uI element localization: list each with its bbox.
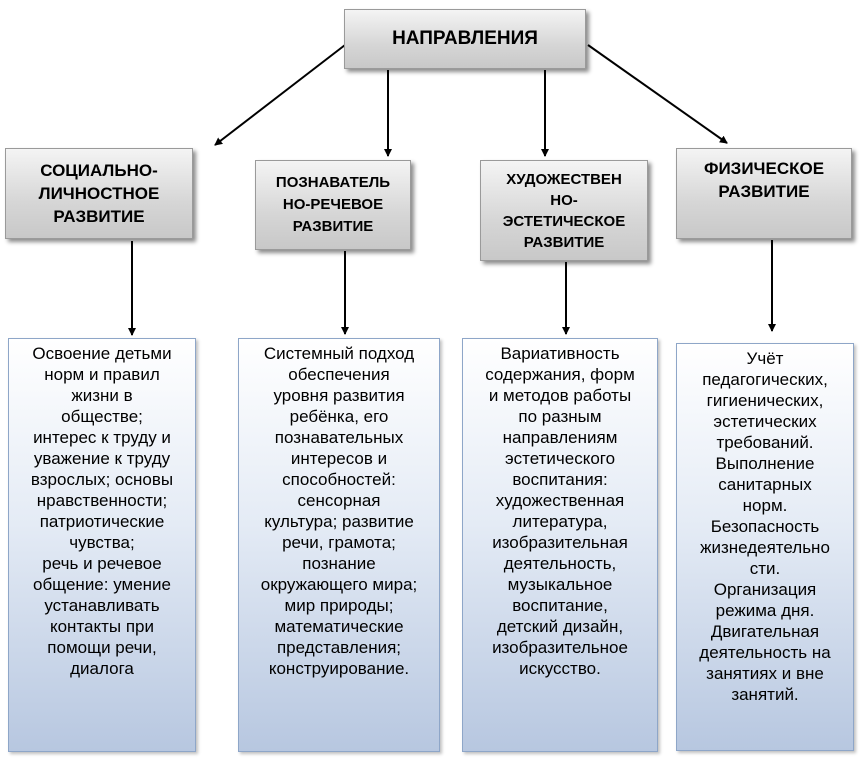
detail-line: обществе; <box>61 407 143 426</box>
detail-line: общение: умение <box>32 575 172 594</box>
branch-cognitive-details: Системный подход обеспечения уровня разв… <box>238 338 440 752</box>
detail-line: обеспечения <box>288 365 390 384</box>
detail-line: литература, <box>512 512 608 531</box>
branch-artistic-header: ХУДОЖЕСТВЕН НО- ЭСТЕТИЧЕСКОЕ РАЗВИТИЕ <box>480 160 648 261</box>
detail-line: санитарных <box>718 475 812 494</box>
detail-line: воспитания: <box>512 470 608 489</box>
detail-line: занятиях и вне <box>706 664 824 683</box>
detail-line: устанавливать <box>44 596 160 615</box>
detail-line: способностей: <box>282 470 396 489</box>
branch-title-line: РАЗВИТИЕ <box>292 218 374 235</box>
detail-line: окружающего мира; <box>260 575 418 594</box>
detail-line: мир природы; <box>284 596 394 615</box>
detail-line: Учёт <box>746 349 784 368</box>
detail-line: режима дня. <box>715 601 815 620</box>
detail-line: взрослых; основы <box>30 470 174 489</box>
root-label: НАПРАВЛЕНИЯ <box>392 28 538 50</box>
detail-line: изобразительная <box>492 533 628 552</box>
detail-line: деятельность, <box>503 554 617 573</box>
detail-line: педагогических, <box>702 370 828 389</box>
branch-title-line: ЛИЧНОСТНОЕ <box>38 184 160 203</box>
detail-line: речи, грамота; <box>282 533 396 552</box>
branch-title-line: РАЗВИТИЕ <box>53 207 145 226</box>
detail-line: речь и речевое <box>42 554 162 573</box>
detail-line: художественная <box>495 491 625 510</box>
detail-line: детский дизайн, <box>496 617 624 636</box>
detail-line: математические <box>274 617 404 636</box>
detail-line: уважение к труду <box>33 449 171 468</box>
detail-line: Освоение детьми <box>32 344 172 363</box>
detail-line: искусство. <box>519 659 601 678</box>
branch-title-line: НО- <box>550 191 578 209</box>
detail-line: занятий. <box>731 685 799 704</box>
detail-line: Организация <box>713 580 817 599</box>
arrow-root-to-social <box>214 44 346 146</box>
detail-line: содержания, форм <box>485 365 635 384</box>
detail-line: деятельность на <box>699 643 831 662</box>
branch-physical-details: Учёт педагогических, гигиенических, эсте… <box>676 343 854 751</box>
branch-title-line: ФИЗИЧЕСКОЕ <box>703 159 825 178</box>
arrow-root-to-physical <box>587 44 728 144</box>
branch-social-details: Освоение детьми норм и правил жизни в об… <box>8 338 196 752</box>
detail-line: патриотические <box>39 512 165 531</box>
branch-title-line: НО-РЕЧЕВОЕ <box>282 196 384 213</box>
detail-line: культура; развитие <box>264 512 414 531</box>
detail-line: изобразительное <box>492 638 628 657</box>
root-node: НАПРАВЛЕНИЯ <box>344 9 586 69</box>
detail-line: чувства; <box>69 533 135 552</box>
branch-social-header: СОЦИАЛЬНО- ЛИЧНОСТНОЕ РАЗВИТИЕ <box>5 148 193 239</box>
detail-line: требований. <box>716 433 814 452</box>
detail-line: Безопасность <box>710 517 820 536</box>
branch-title-line: ПОЗНАВАТЕЛЬ <box>275 174 391 191</box>
detail-line: интерес к труду и <box>33 428 171 447</box>
detail-line: диалога <box>70 659 134 678</box>
branch-title-line: СОЦИАЛЬНО- <box>40 161 158 180</box>
branch-title-line: РАЗВИТИЕ <box>523 233 605 251</box>
detail-line: уровня развития <box>273 386 405 405</box>
detail-line: конструирование. <box>268 659 410 678</box>
detail-line: сти. <box>749 559 781 578</box>
detail-line: ребёнка, его <box>289 407 389 426</box>
branch-cognitive-header: ПОЗНАВАТЕЛЬ НО-РЕЧЕВОЕ РАЗВИТИЕ <box>255 160 411 250</box>
detail-line: Системный подход <box>263 344 415 363</box>
detail-line: нравственности; <box>36 491 168 510</box>
detail-line: по разным <box>518 407 602 426</box>
detail-line: и методов работы <box>488 386 632 405</box>
detail-line: представления; <box>276 638 402 657</box>
detail-line: Двигательная <box>710 622 820 641</box>
detail-line: музыкальное <box>507 575 613 594</box>
detail-line: интересов и <box>290 449 388 468</box>
branch-physical-header: ФИЗИЧЕСКОЕ РАЗВИТИЕ <box>676 148 852 239</box>
branch-title-line: ХУДОЖЕСТВЕН <box>506 170 622 188</box>
branch-artistic-details: Вариативность содержания, форм и методов… <box>462 338 658 752</box>
branch-title-line: РАЗВИТИЕ <box>718 182 810 201</box>
detail-line: жизнедеятельно <box>700 538 830 557</box>
detail-line: воспитание, <box>512 596 608 615</box>
branch-title-line: ЭСТЕТИЧЕСКОЕ <box>502 212 626 230</box>
detail-line: гигиенических, <box>706 391 824 410</box>
detail-line: жизни в <box>71 386 133 405</box>
detail-line: направлениям <box>502 428 618 447</box>
detail-line: эстетических <box>713 412 817 431</box>
detail-line: контакты при <box>49 617 155 636</box>
detail-line: норм. <box>742 496 788 515</box>
detail-line: познание <box>302 554 376 573</box>
detail-line: норм и правил <box>44 365 160 384</box>
detail-line: Выполнение <box>715 454 815 473</box>
detail-line: Вариативность <box>500 344 620 363</box>
detail-line: эстетического <box>504 449 616 468</box>
detail-line: сенсорная <box>297 491 381 510</box>
detail-line: помощи речи, <box>47 638 157 657</box>
detail-line: познавательных <box>274 428 404 447</box>
